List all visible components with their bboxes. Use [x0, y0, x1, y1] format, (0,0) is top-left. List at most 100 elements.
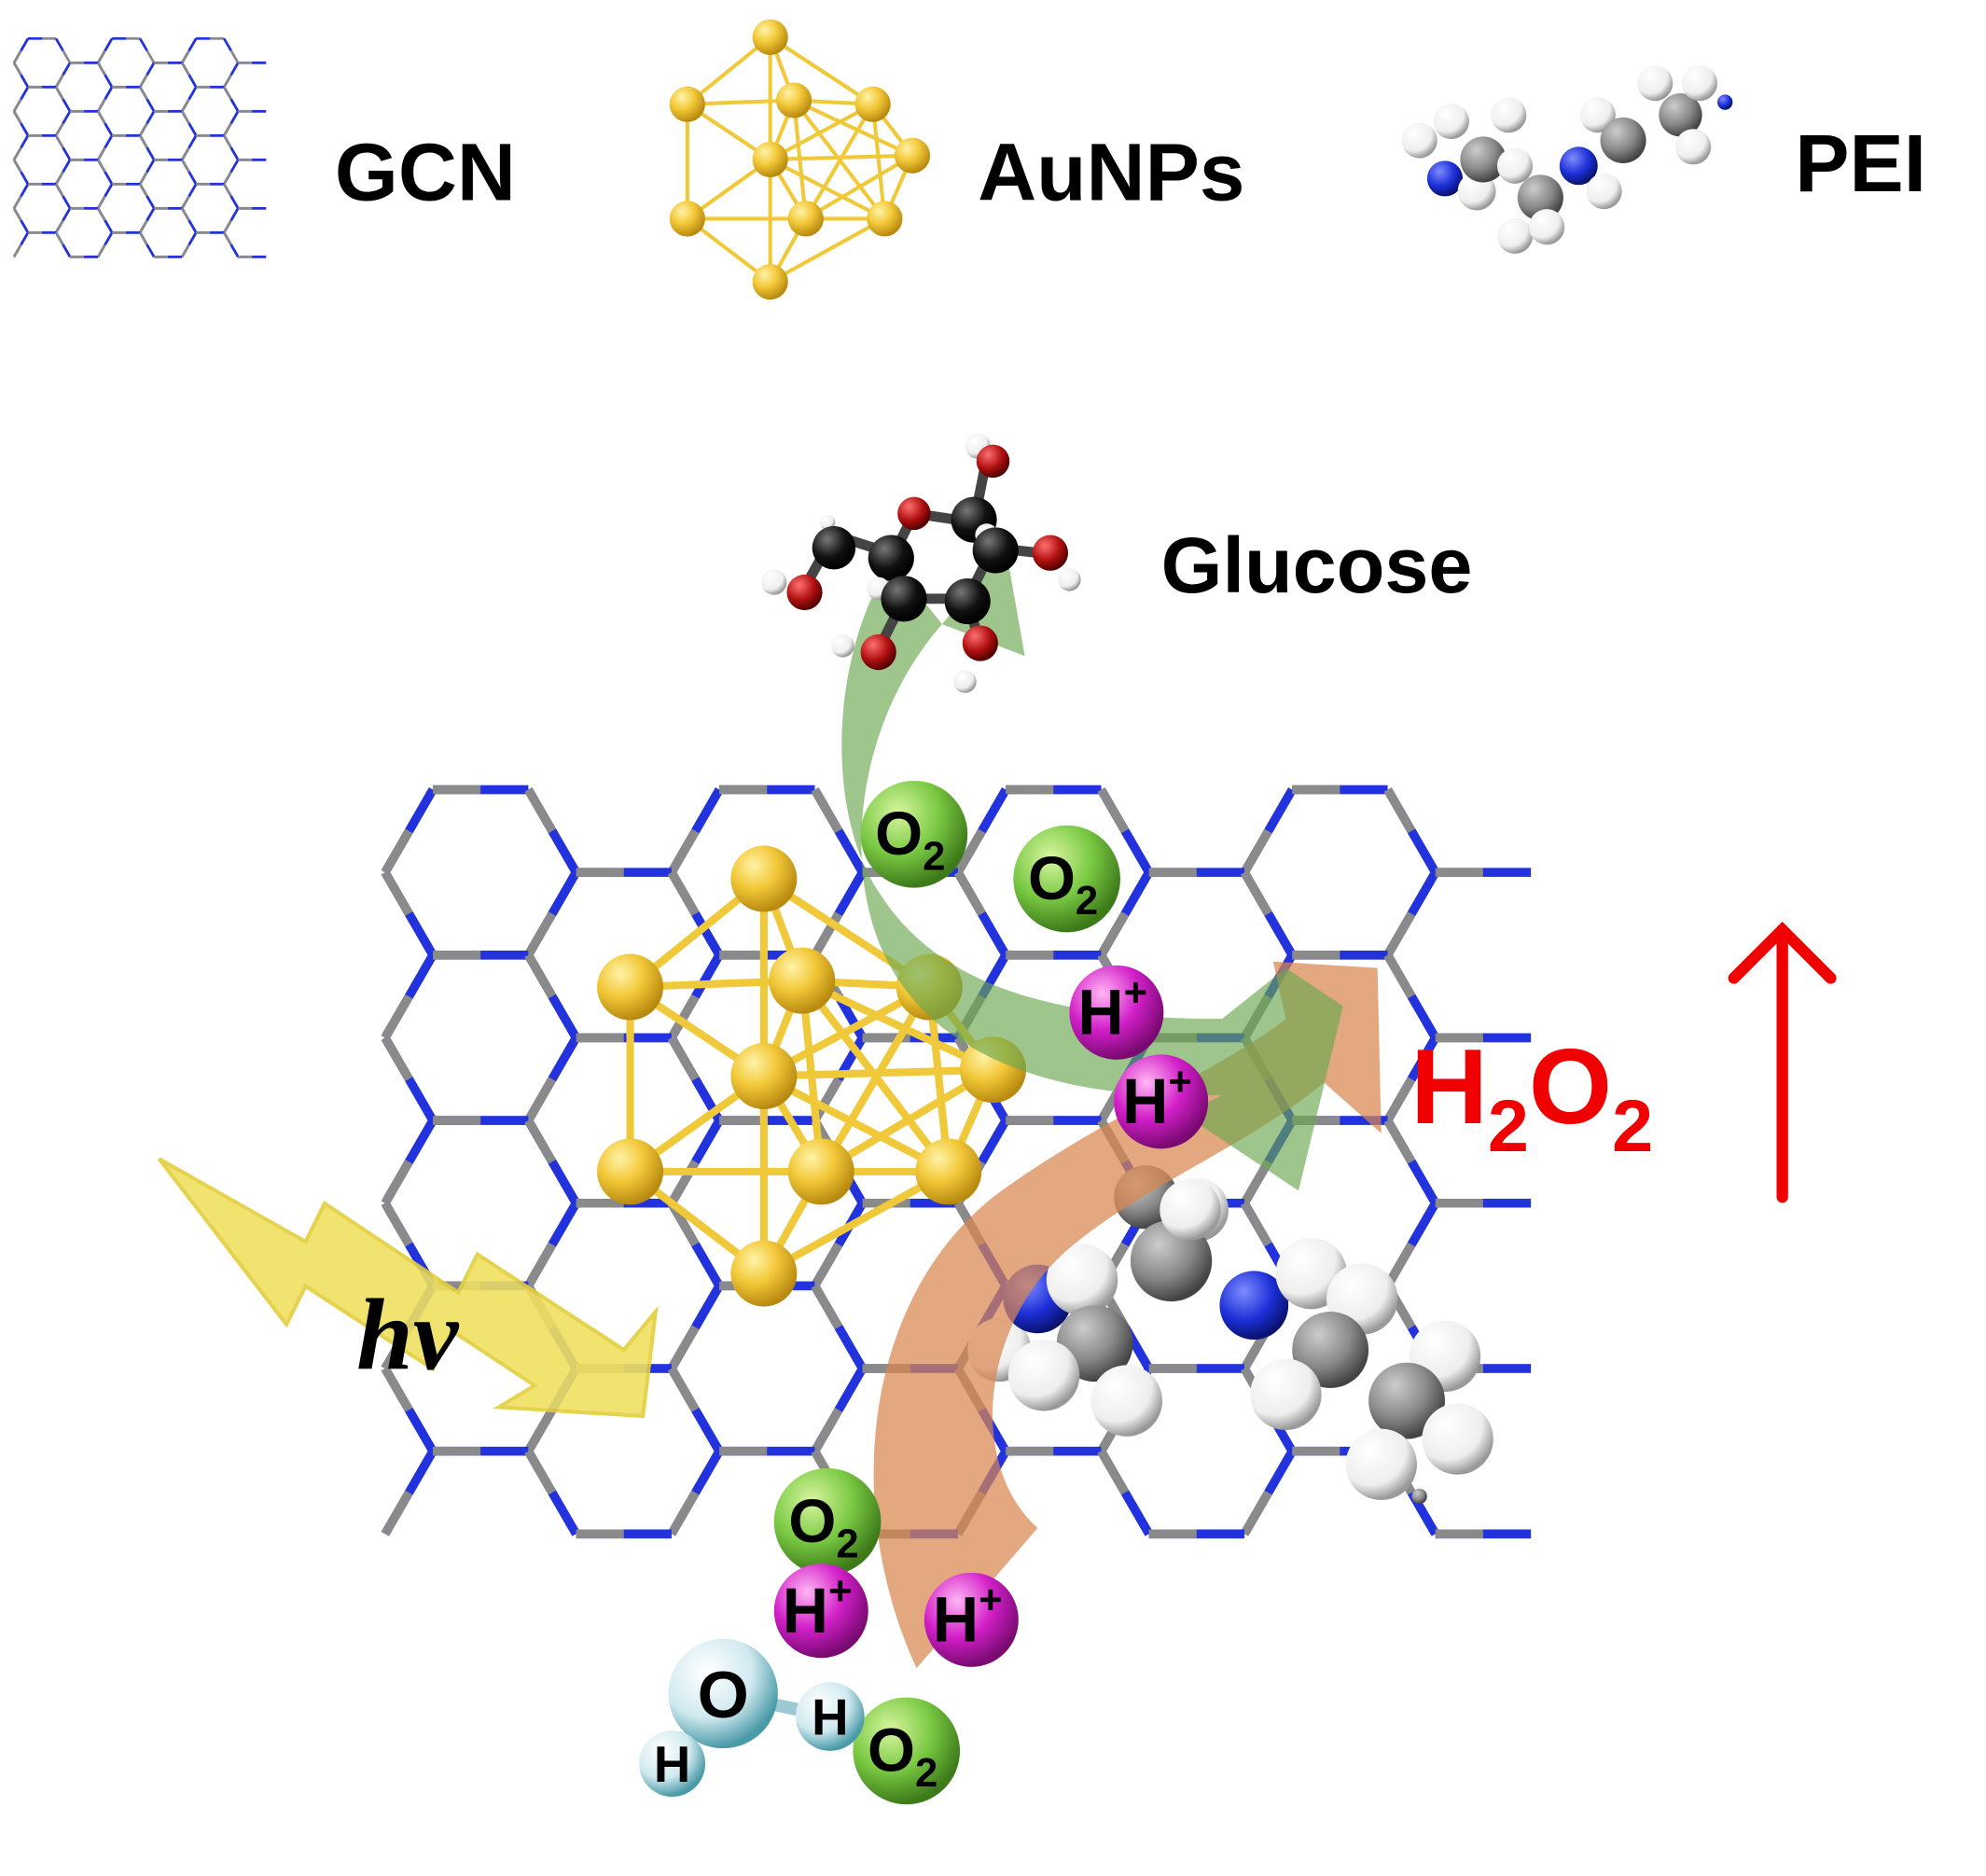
o2-label: O2: [868, 1716, 937, 1796]
atom: [1681, 64, 1718, 102]
o2-subscript: 2: [836, 1521, 858, 1566]
proton-label: H+: [1122, 1059, 1192, 1137]
atom: [1046, 1244, 1118, 1316]
o2-symbol: O: [868, 1716, 915, 1785]
atom: [1559, 146, 1598, 186]
o2-symbol: O: [875, 799, 923, 868]
atom: [1659, 92, 1702, 137]
gold-atom: [597, 1138, 664, 1205]
atom: [786, 574, 823, 611]
proton: H+: [924, 1572, 1019, 1667]
proton: H+: [1069, 965, 1164, 1060]
atom: [972, 527, 1019, 574]
atom: [1579, 97, 1616, 133]
atom: [1586, 173, 1622, 210]
proton-charge: +: [1168, 1059, 1192, 1105]
atom: [1675, 129, 1712, 165]
pei-molecule-icon: [1401, 64, 1733, 254]
o2-sphere: [860, 780, 968, 888]
gold-atom: [730, 1240, 798, 1307]
light-bolt-icon: [157, 1157, 659, 1419]
atom: [1411, 1488, 1427, 1505]
o2-molecule: O2: [853, 1697, 961, 1805]
hv-label: hv: [356, 1278, 460, 1391]
gold-atom: [730, 1043, 798, 1110]
water-atom: [668, 1638, 778, 1749]
gold-atom: [752, 264, 788, 300]
proton-sphere: [1114, 1054, 1209, 1149]
o2-molecule: O2: [1013, 825, 1120, 933]
gold-atom: [787, 201, 824, 237]
gold-atom: [867, 201, 903, 237]
green-reaction-arrow: [841, 548, 1343, 1191]
increase-arrow-icon: [1728, 921, 1837, 1203]
proton-symbol: H: [783, 1576, 828, 1647]
atom: [897, 496, 931, 531]
atom: [1292, 1312, 1369, 1388]
o2-subscript: 2: [923, 833, 945, 879]
proton-charge: +: [828, 1568, 852, 1614]
glucose-molecule: [761, 433, 1081, 693]
atom: [761, 569, 787, 595]
o2-symbol: O: [788, 1487, 836, 1555]
o2-label: O2: [788, 1487, 858, 1566]
legend-pei-label: PEI: [1795, 118, 1926, 209]
proton-label: H+: [933, 1577, 1003, 1655]
gold-atom: [915, 1138, 982, 1205]
proton: H+: [1114, 1054, 1209, 1149]
atom: [1160, 1179, 1221, 1241]
proton-label: H+: [1077, 970, 1147, 1049]
orange-reaction-arrow: [873, 961, 1382, 1669]
atom: [1517, 174, 1563, 221]
gold-atom: [730, 845, 798, 912]
atom: [962, 625, 998, 661]
water-atom-label: O: [698, 1659, 749, 1732]
atom: [1219, 1271, 1289, 1341]
atom: [1637, 64, 1674, 102]
o2-sphere: [853, 1697, 961, 1805]
legend-aunps-label: AuNPs: [978, 127, 1244, 218]
o2-sphere: [1013, 825, 1120, 933]
water-atom: [795, 1682, 865, 1751]
proton-charge: +: [979, 1577, 1003, 1622]
proton-sphere: [924, 1572, 1019, 1667]
gold-atom: [669, 201, 705, 237]
atom: [1401, 122, 1437, 159]
proton-symbol: H: [1122, 1066, 1168, 1137]
gold-atom: [752, 19, 788, 55]
proton-symbol: H: [1077, 978, 1123, 1049]
atom: [944, 577, 991, 625]
atom: [868, 535, 914, 581]
atom: [1007, 1340, 1080, 1411]
water-atom: [639, 1730, 706, 1798]
atom: [1058, 568, 1081, 591]
atom: [1460, 136, 1507, 183]
gold-atom: [769, 947, 836, 1014]
proton: H+: [773, 1563, 868, 1659]
o2-sphere: [773, 1467, 882, 1576]
water-atom-label: H: [812, 1689, 848, 1746]
atom: [1250, 1358, 1322, 1430]
atom: [953, 670, 977, 693]
atom: [1345, 1428, 1417, 1501]
atom: [881, 576, 927, 622]
atom: [1496, 147, 1534, 184]
legend-gcn-label: GCN: [335, 127, 516, 218]
atom: [831, 634, 854, 658]
o2-label: O2: [875, 799, 945, 879]
o2-label: O2: [1028, 844, 1098, 924]
water-molecule: OHH: [639, 1638, 865, 1798]
gcn-structure-icon: [12, 36, 267, 258]
gold-atom: [854, 86, 891, 122]
atom: [819, 514, 836, 531]
atom: [1496, 217, 1534, 254]
atom: [1433, 103, 1469, 140]
gold-atom: [787, 1138, 854, 1205]
gold-atom: [775, 82, 812, 118]
h2o2-label: H2O2: [1410, 1027, 1653, 1167]
proton-label: H+: [783, 1568, 853, 1647]
atom: [1032, 535, 1069, 571]
atom: [812, 526, 856, 570]
glucose-label: Glucose: [1161, 521, 1473, 609]
